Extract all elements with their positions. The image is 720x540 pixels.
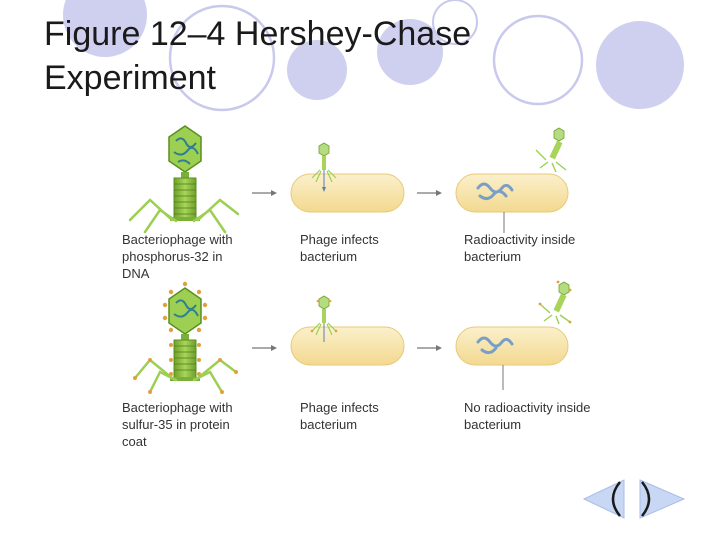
previous-arrow-icon [582, 479, 625, 519]
caption-no-radioactivity: No radioactivity inside bacterium [464, 400, 591, 432]
deco-circle-outline [168, 4, 276, 112]
caption-radioactivity-inside: Radioactivity inside bacterium [464, 232, 576, 264]
caption-phage-infects-2: Phage infects bacterium [300, 400, 379, 432]
arrow-row2-a [252, 345, 277, 351]
deco-circle-filled [596, 21, 684, 109]
small-phage-row1 [311, 142, 337, 192]
bacterium-row2-result [455, 280, 572, 390]
deco-circle-outline [432, 0, 478, 45]
caption-phage-p32: Bacteriophage with phosphorus-32 in DNA [122, 232, 233, 281]
bacterium-row1-infect [290, 142, 405, 213]
bacterium-row2-infect [290, 295, 405, 366]
phage-p32-illustration [128, 125, 240, 234]
empty-phage-row2 [538, 280, 572, 325]
small-phage-row2 [310, 295, 338, 342]
next-slide-button[interactable] [632, 476, 688, 524]
deco-circle-filled [63, 0, 147, 57]
previous-slide-button[interactable] [580, 476, 632, 524]
page-title: Figure 12–4 Hershey-Chase Experiment [44, 12, 471, 100]
empty-phage-row1 [535, 127, 567, 173]
next-arrow-icon [639, 479, 686, 519]
deco-circle-filled [287, 40, 347, 100]
bacterium-row1-result [455, 127, 569, 233]
caption-phage-s35: Bacteriophage with sulfur-35 in protein … [122, 400, 233, 449]
title-line-1: Figure 12–4 Hershey-Chase [44, 15, 472, 53]
caption-phage-infects-1: Phage infects bacterium [300, 232, 379, 264]
deco-circle-outline [492, 14, 584, 106]
phage-s35-illustration [133, 281, 238, 394]
title-line-2: Experiment [44, 59, 216, 97]
arrow-row1-b [417, 190, 442, 196]
arrow-row2-b [417, 345, 442, 351]
deco-circle-filled [377, 19, 443, 85]
arrow-row1-a [252, 190, 277, 196]
